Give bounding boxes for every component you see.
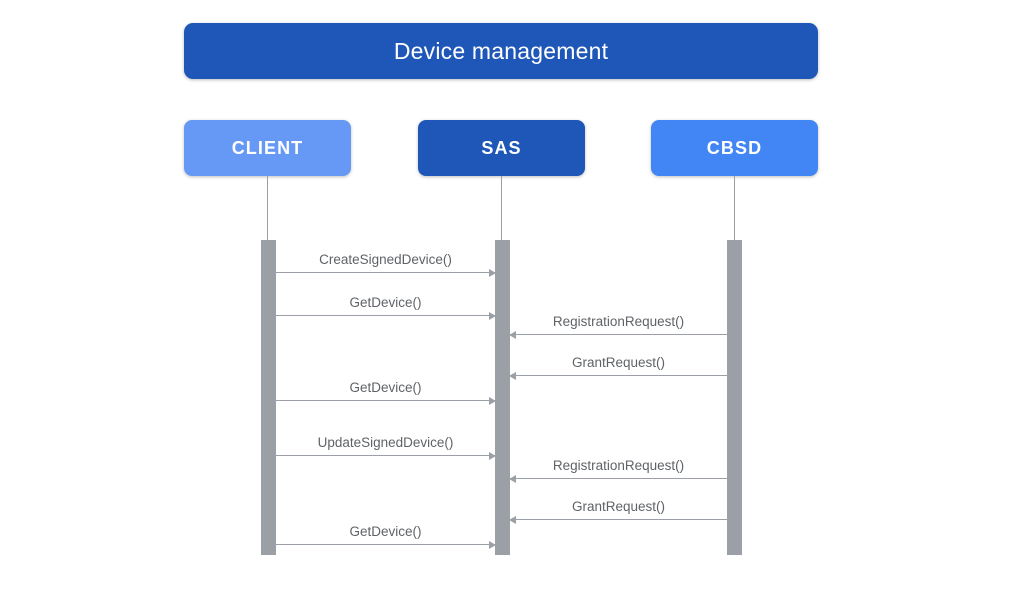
message-grant-request-2[interactable]: GrantRequest() bbox=[509, 499, 727, 524]
diagram-title-banner: Device management bbox=[184, 23, 818, 79]
arrow-left-icon bbox=[509, 330, 516, 339]
activation-bar-cbsd bbox=[727, 240, 742, 555]
arrow-right-icon bbox=[489, 268, 496, 277]
arrow-left-icon bbox=[509, 515, 516, 524]
message-label: GrantRequest() bbox=[571, 355, 666, 370]
participant-box-cbsd[interactable]: CBSD bbox=[651, 120, 818, 176]
message-label: CreateSignedDevice() bbox=[319, 252, 452, 267]
participant-label-cbsd: CBSD bbox=[706, 137, 763, 158]
lifeline-client bbox=[267, 176, 268, 240]
message-create-signed-device[interactable]: CreateSignedDevice() bbox=[276, 252, 496, 277]
message-get-device-3[interactable]: GetDevice() bbox=[276, 524, 496, 549]
message-grant-request-1[interactable]: GrantRequest() bbox=[509, 355, 727, 380]
arrow-right-icon bbox=[489, 451, 496, 460]
message-label: GetDevice() bbox=[349, 295, 422, 310]
activation-bar-sas bbox=[495, 240, 510, 555]
message-label: UpdateSignedDevice() bbox=[317, 435, 454, 450]
message-label: GetDevice() bbox=[349, 524, 422, 539]
lifeline-cbsd bbox=[734, 176, 735, 240]
arrow-left-icon bbox=[509, 474, 516, 483]
message-registration-request-2[interactable]: RegistrationRequest() bbox=[509, 458, 727, 483]
arrow-right-icon bbox=[489, 540, 496, 549]
message-label: GrantRequest() bbox=[571, 499, 666, 514]
participant-label-client: CLIENT bbox=[231, 137, 304, 158]
message-get-device-1[interactable]: GetDevice() bbox=[276, 295, 496, 320]
lifeline-sas bbox=[501, 176, 502, 240]
message-label: GetDevice() bbox=[349, 380, 422, 395]
participant-label-sas: SAS bbox=[481, 137, 522, 158]
arrow-left-icon bbox=[509, 371, 516, 380]
participant-box-sas[interactable]: SAS bbox=[418, 120, 585, 176]
message-update-signed-device[interactable]: UpdateSignedDevice() bbox=[276, 435, 496, 460]
arrow-right-icon bbox=[489, 396, 496, 405]
activation-bar-client bbox=[261, 240, 276, 555]
message-registration-request-1[interactable]: RegistrationRequest() bbox=[509, 314, 727, 339]
arrow-right-icon bbox=[489, 311, 496, 320]
participant-box-client[interactable]: CLIENT bbox=[184, 120, 351, 176]
message-label: RegistrationRequest() bbox=[552, 314, 685, 329]
page-title: Device management bbox=[393, 37, 609, 64]
message-label: RegistrationRequest() bbox=[552, 458, 685, 473]
message-get-device-2[interactable]: GetDevice() bbox=[276, 380, 496, 405]
